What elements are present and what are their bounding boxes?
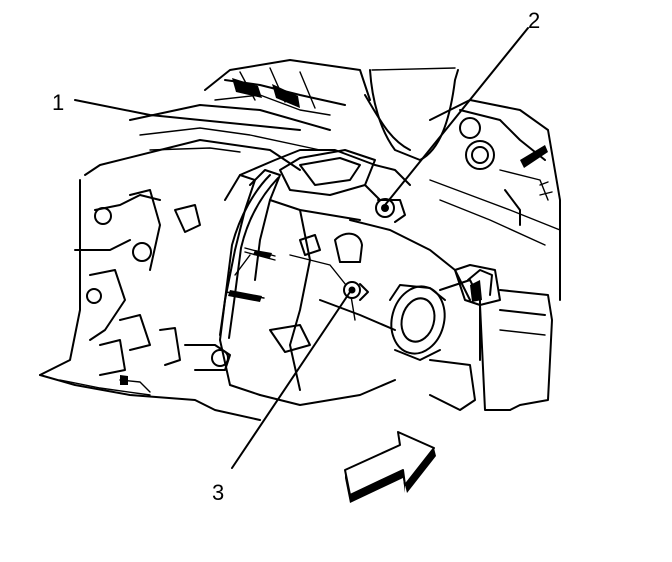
engine-block-right bbox=[429, 99, 561, 301]
callout-label-3: 3 bbox=[212, 480, 224, 505]
direction-arrow bbox=[344, 431, 436, 503]
crossmember bbox=[454, 264, 553, 411]
engine-background bbox=[129, 59, 371, 153]
output-shaft-seal bbox=[389, 279, 481, 411]
leader-lines bbox=[74, 27, 529, 469]
extension-housing bbox=[219, 149, 471, 406]
exhaust-pipe bbox=[364, 67, 459, 161]
callout-label-2: 2 bbox=[528, 8, 540, 33]
dipstick-tube bbox=[219, 174, 279, 339]
transmission-case bbox=[39, 139, 301, 421]
callout-label-1: 1 bbox=[52, 90, 64, 115]
